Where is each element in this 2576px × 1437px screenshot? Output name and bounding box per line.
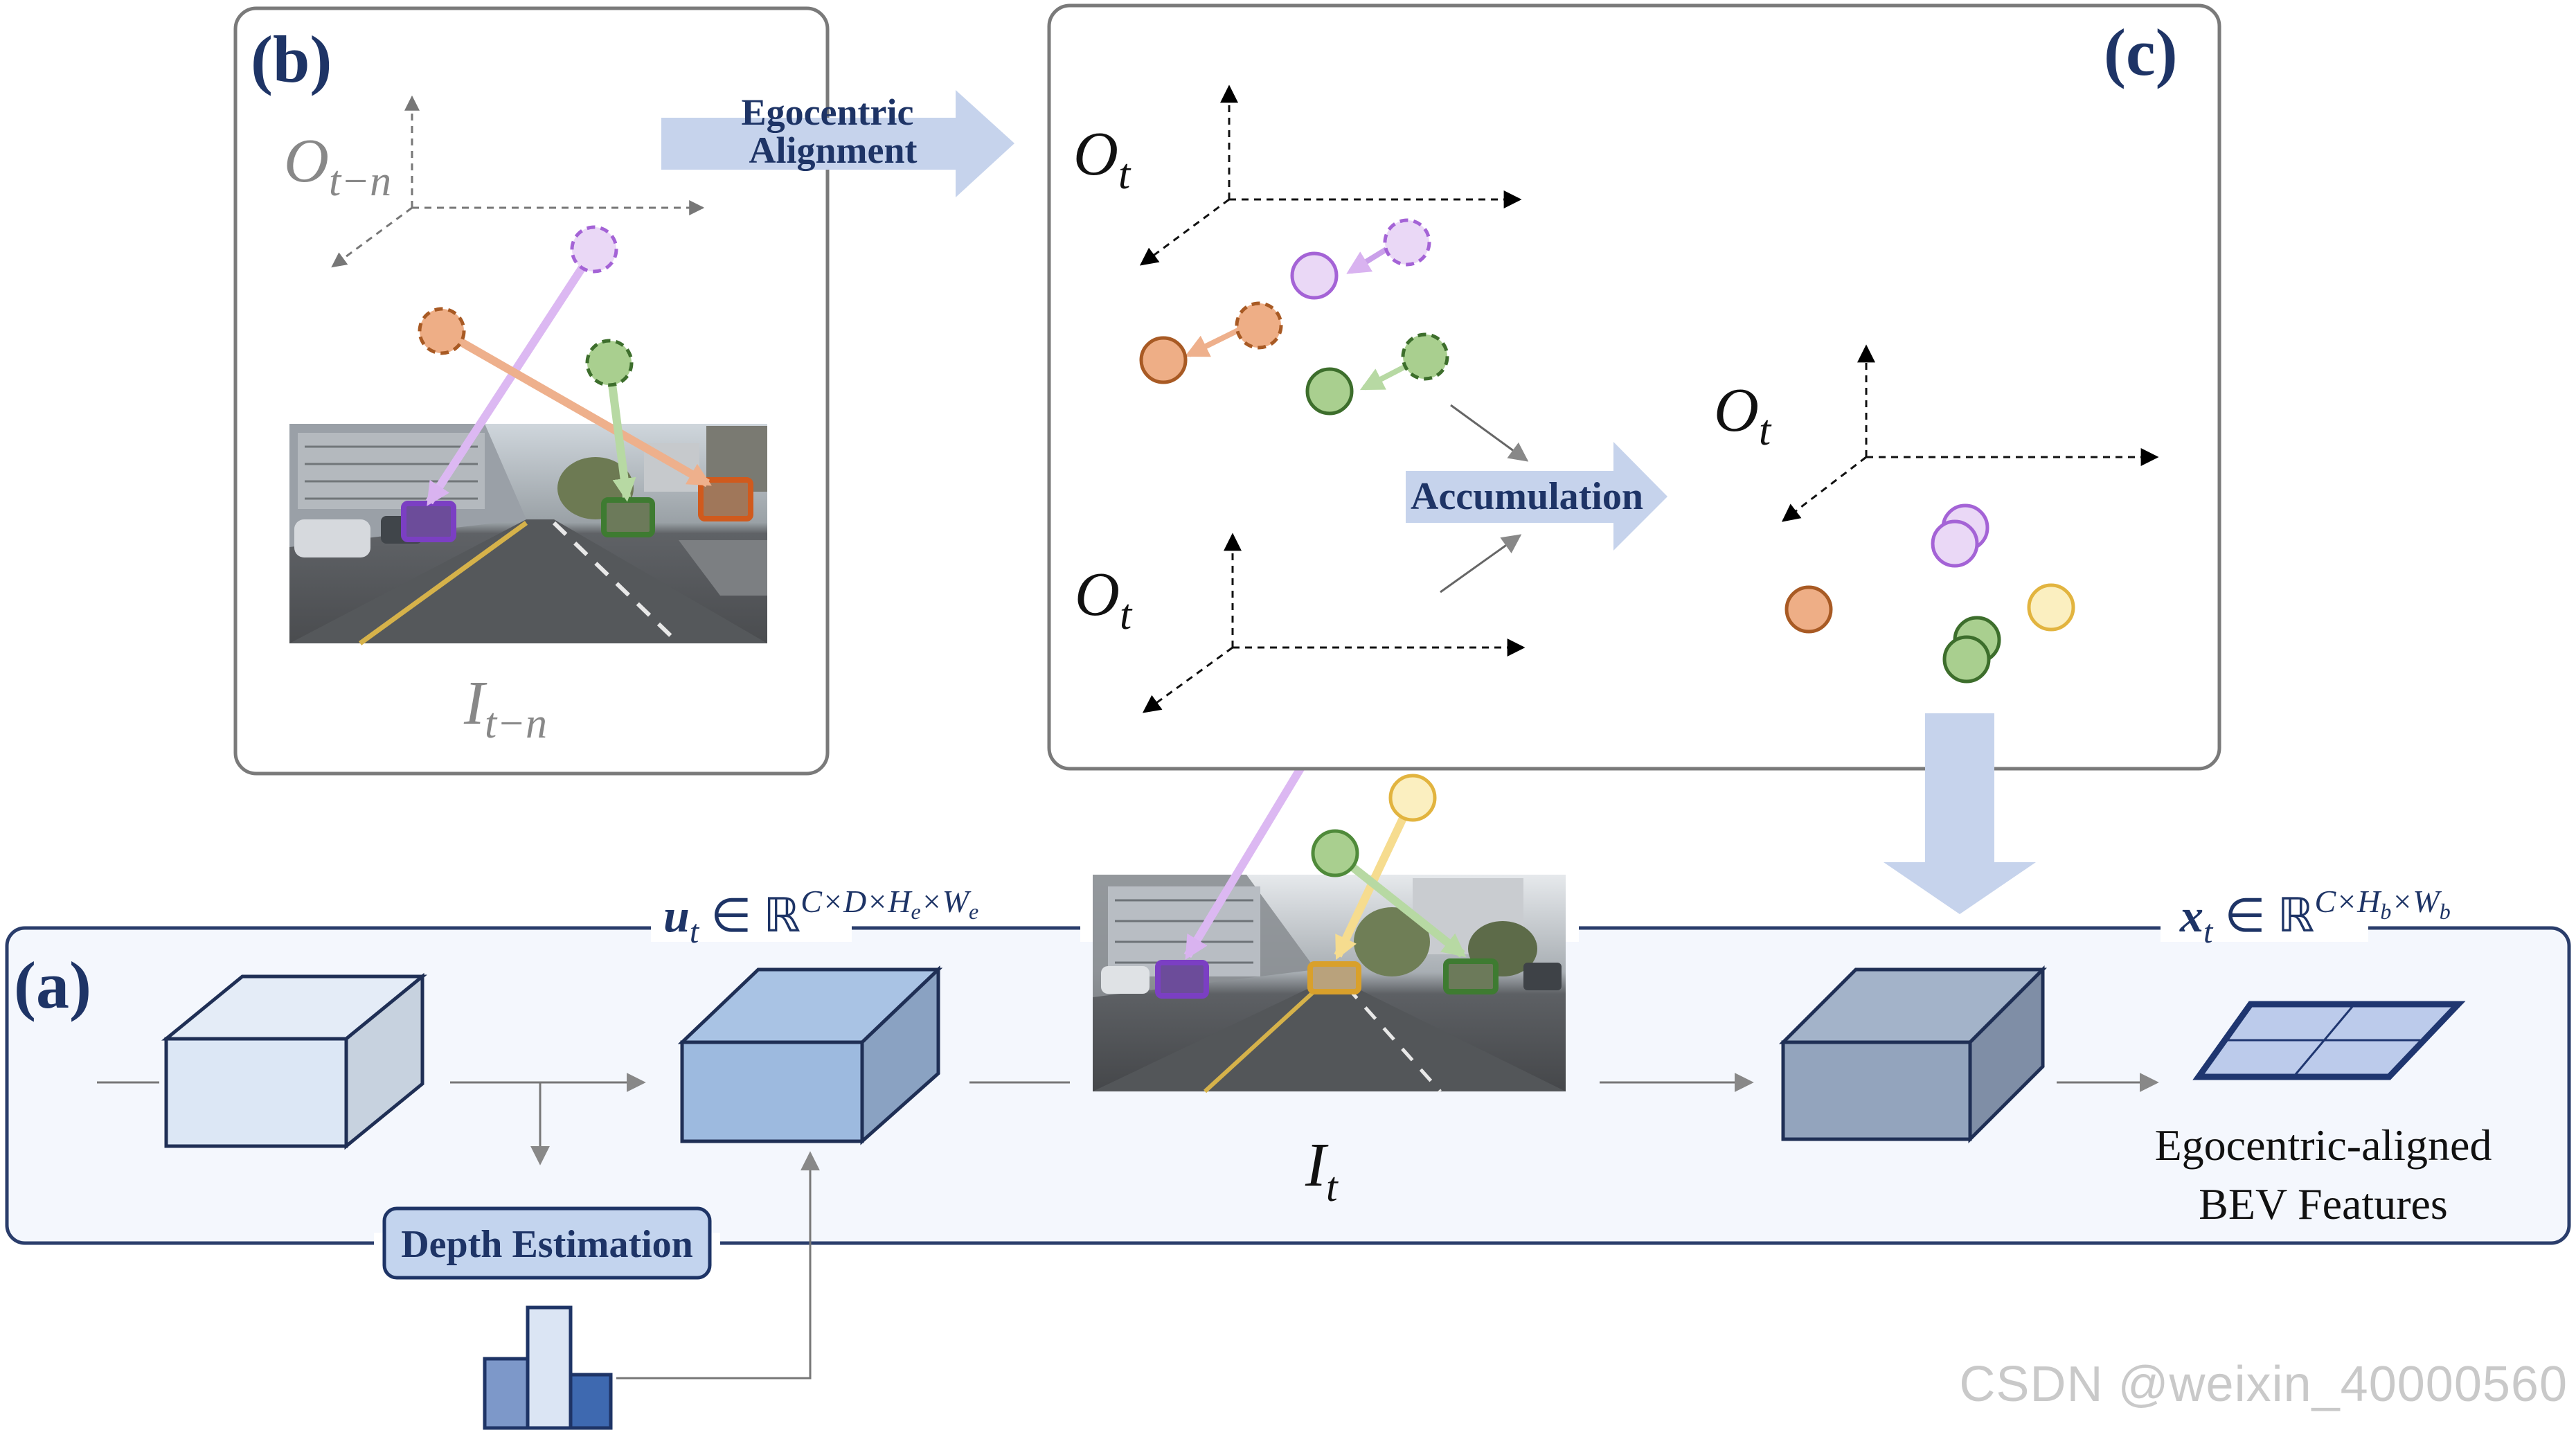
watermark-text: CSDN @weixin_40000560 xyxy=(1959,1357,2568,1412)
u-t-label: ut ∈ ℝC×D×He×We xyxy=(663,884,978,950)
panel-a: (a) Egocentric-al xyxy=(5,713,2571,1430)
bev-plane xyxy=(2192,1001,2466,1080)
accumulation-arrow: Accumulation xyxy=(1406,442,1667,551)
origin-top-label: Ot xyxy=(1073,120,1132,198)
prev-orange-in-aligned xyxy=(1235,301,1283,350)
depth-histogram-icon xyxy=(483,1305,613,1430)
prev-purple-in-aligned xyxy=(1383,218,1431,267)
aligned-orange-circle xyxy=(1139,336,1188,384)
aligned-green-arrow xyxy=(1359,364,1406,391)
egocentric-label-line1: Egocentric xyxy=(742,91,914,133)
aligned-axes-top xyxy=(1139,84,1522,266)
yellow-projection-arrow xyxy=(1334,796,1417,961)
prev-orange-arrow xyxy=(440,327,712,488)
aligned-orange-arrow xyxy=(1184,326,1242,357)
prev-green-circle xyxy=(585,339,634,387)
panel-a-gap-x xyxy=(2161,914,2368,942)
bev-cube xyxy=(1778,965,2048,1144)
image-features-cube xyxy=(161,972,428,1150)
accum-green-circle-front xyxy=(1942,635,1991,684)
prev-green-in-aligned xyxy=(1401,332,1449,381)
aligned-purple-arrow xyxy=(1346,247,1388,274)
accum-yellow-circle xyxy=(2027,583,2075,632)
depth-estimation-label: Depth Estimation xyxy=(401,1223,693,1266)
depth-estimation-box xyxy=(382,1206,712,1280)
yellow-object-circle xyxy=(1388,774,1437,822)
previous-frame-image xyxy=(289,424,767,645)
egocentric-alignment-arrow: Egocentric Alignment xyxy=(661,90,1014,197)
green-projection-arrow xyxy=(1332,850,1467,958)
panel-b: (b) Ot−n xyxy=(233,6,830,776)
origin-bottom-label: Ot xyxy=(1075,560,1133,639)
image-t-label: It xyxy=(1305,1131,1339,1210)
aligned-green-circle xyxy=(1305,367,1354,416)
panel-c-frame xyxy=(1047,3,2221,771)
panel-c-label: (c) xyxy=(2104,15,2178,89)
prev-orange-circle xyxy=(418,307,466,355)
frustum-features-cube xyxy=(677,965,943,1145)
panel-a-gap-u xyxy=(651,914,852,942)
x-t-label: xt ∈ ℝC×Hb×Wb xyxy=(2179,884,2451,950)
accumulated-axes xyxy=(1781,344,2159,522)
panel-b-label: (b) xyxy=(251,22,332,96)
depth-to-cube2-arrow xyxy=(616,1151,820,1380)
origin-right-label: Ot xyxy=(1714,376,1772,454)
aligned-purple-circle xyxy=(1290,251,1339,300)
panel-c: (c) Ot Ot Accumulation xyxy=(1047,3,2221,771)
bev-caption-line2: BEV Features xyxy=(2199,1179,2448,1229)
accumulation-label: Accumulation xyxy=(1411,475,1643,518)
prev-purple-circle xyxy=(570,225,618,274)
panel-a-label: (a) xyxy=(14,948,91,1022)
previous-origin-label: Ot−n xyxy=(284,127,391,205)
accum-purple-circle-front xyxy=(1931,519,1979,568)
current-axes-bottom xyxy=(1142,533,1526,713)
accumulate-from-bottom-arrow xyxy=(1440,534,1522,593)
accum-orange-circle xyxy=(1785,585,1833,634)
current-frame-image xyxy=(1093,875,1566,1094)
bev-caption-line1: Egocentric-aligned xyxy=(2155,1121,2492,1170)
previous-frame-axes xyxy=(331,95,705,268)
accumulate-from-top-arrow xyxy=(1450,404,1529,462)
c-to-a-down-arrow xyxy=(1884,713,2036,914)
green-object-circle xyxy=(1311,829,1359,877)
purple-projection-arrow xyxy=(1183,735,1323,960)
previous-image-label: It−n xyxy=(463,669,547,747)
egocentric-label-line2: Alignment xyxy=(749,130,918,171)
